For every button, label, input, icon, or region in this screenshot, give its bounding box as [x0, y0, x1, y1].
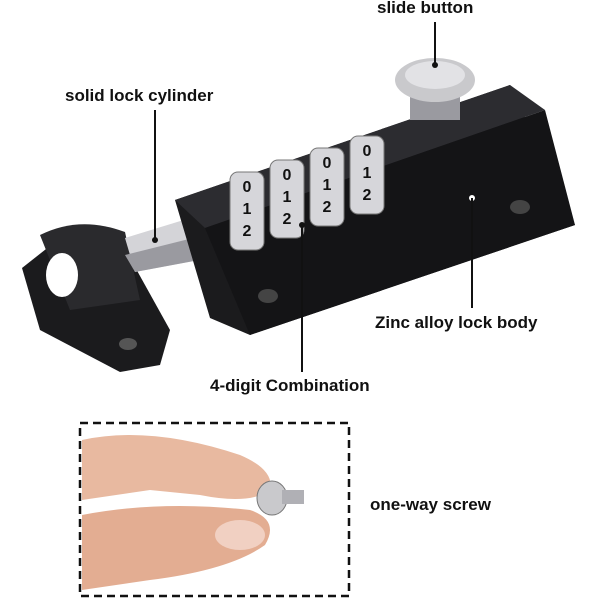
- dial-digit: 1: [363, 165, 372, 182]
- dial-digit: 0: [363, 143, 372, 160]
- dial-digit: 1: [283, 189, 292, 206]
- dial-digit: 0: [243, 179, 252, 196]
- screw-inset-frame: [78, 421, 351, 598]
- label-solid-lock-cylinder: solid lock cylinder: [65, 86, 214, 105]
- label-zinc-alloy-lock-body: Zinc alloy lock body: [375, 313, 538, 332]
- dial-digit: 1: [323, 177, 332, 194]
- dial-digit: 1: [243, 201, 252, 218]
- dial-digit: 0: [283, 167, 292, 184]
- hand-holding-screw: [82, 435, 304, 590]
- dial-digit: 0: [323, 155, 332, 172]
- dial-digit: 2: [283, 211, 292, 228]
- label-4-digit-combination: 4-digit Combination: [210, 376, 370, 395]
- label-slide-button: slide button: [377, 0, 474, 17]
- dial-digit: 2: [243, 223, 252, 240]
- callout-lines: [154, 22, 473, 372]
- combination-dials: [229, 135, 385, 251]
- dial-digit: 2: [323, 199, 332, 216]
- keeper-bracket: [22, 224, 170, 372]
- label-one-way-screw: one-way screw: [370, 495, 491, 514]
- dial-digit: 2: [363, 187, 372, 204]
